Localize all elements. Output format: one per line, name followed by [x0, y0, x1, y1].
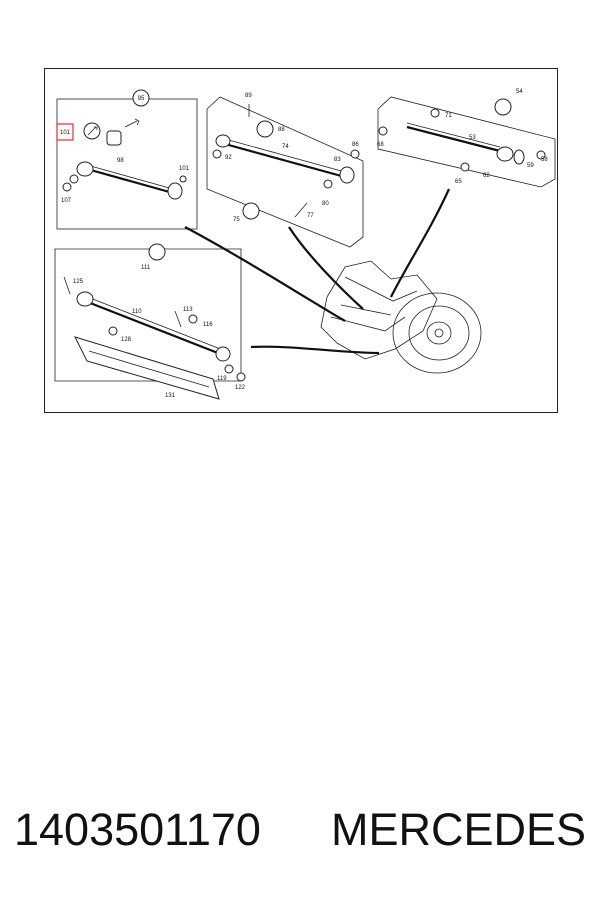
label-116: 116 [203, 322, 213, 328]
label-125: 125 [73, 279, 84, 285]
caption: 1403501170 MERCEDES [10, 800, 590, 860]
label-131: 131 [165, 393, 176, 399]
label-58: 58 [541, 157, 548, 163]
wrench-icon [256, 120, 274, 138]
part-number: 1403501170 [14, 804, 261, 855]
label-53: 53 [469, 135, 476, 141]
wheel-hub [392, 292, 482, 374]
brand-name: MERCEDES [330, 804, 586, 855]
highlight-box [56, 123, 74, 141]
label-68: 68 [377, 142, 384, 148]
bolt-part [63, 276, 71, 295]
label-89: 89 [245, 93, 252, 99]
bushing-part [106, 130, 122, 146]
label-128: 128 [121, 337, 132, 343]
bolt-part [174, 310, 182, 328]
label-80: 80 [322, 201, 329, 207]
axle-assembly [320, 260, 482, 374]
label-59: 59 [527, 163, 534, 169]
wrench-icon [242, 202, 260, 220]
label-54: 54 [516, 89, 523, 95]
wrench-icon [494, 98, 512, 116]
label-88: 88 [278, 127, 285, 133]
label-110: 110 [132, 309, 142, 315]
label-65: 65 [455, 179, 462, 185]
label-111: 111 [141, 265, 151, 271]
wrench-icon [148, 243, 166, 261]
bolt-part [124, 118, 140, 128]
group-box-110: 111 125 110 113 116 128 119 122 131 [54, 243, 246, 400]
label-107: 107 [61, 198, 72, 204]
label-83: 83 [334, 157, 341, 163]
label-86: 86 [352, 142, 359, 148]
parts-diagram-svg: 95 101 98 101 107 89 [54, 89, 556, 400]
leader-lines [184, 188, 451, 355]
label-122: 122 [235, 385, 246, 391]
label-101: 101 [179, 166, 190, 172]
label-101-highlighted: 101 [60, 130, 71, 136]
label-92: 92 [225, 155, 232, 161]
group-box-53: 71 54 68 53 58 59 62 65 [377, 89, 556, 188]
parts-diagram: 95 101 98 101 107 89 [44, 68, 558, 413]
upper-arm-53 [406, 125, 501, 153]
label-98: 98 [117, 158, 124, 164]
label-113: 113 [183, 307, 193, 313]
label-75: 75 [233, 217, 240, 223]
label-62: 62 [483, 173, 490, 179]
link-arm-98 [86, 167, 174, 195]
bolt-part [294, 202, 308, 218]
label-119: 119 [217, 376, 227, 382]
control-arm-74 [224, 142, 346, 179]
label-77: 77 [307, 213, 314, 219]
label-74: 74 [282, 144, 289, 150]
trailing-arm-110 [84, 299, 224, 357]
group-box-95: 95 101 98 101 107 [56, 89, 198, 230]
callout-circle [132, 89, 150, 107]
label-71: 71 [445, 113, 452, 119]
label-95: 95 [138, 96, 145, 102]
group-box-74: 89 88 74 92 86 83 80 77 75 [206, 93, 364, 248]
